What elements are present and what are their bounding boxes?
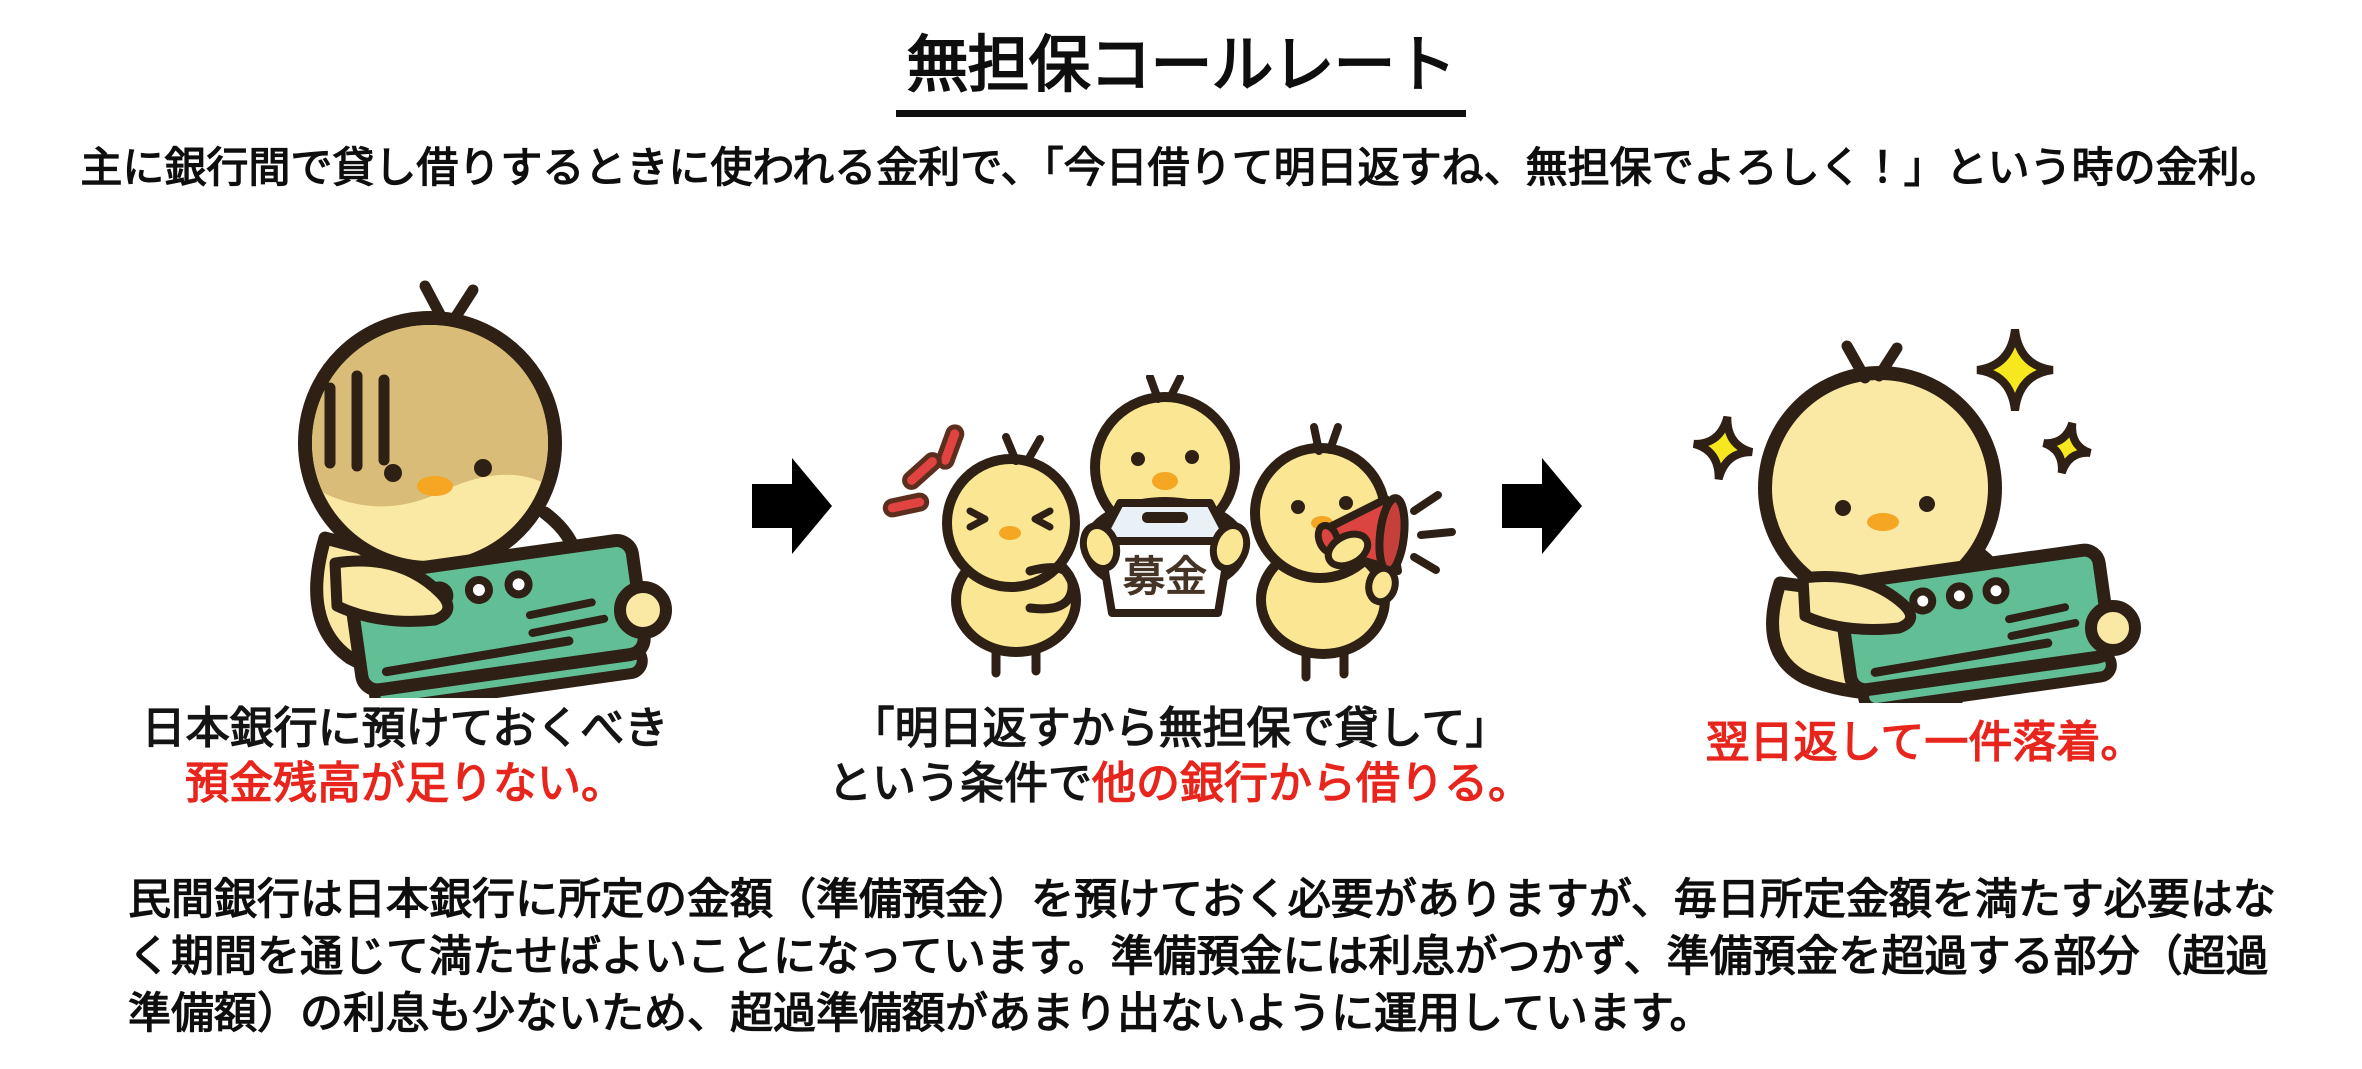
chick-arm — [1079, 522, 1121, 572]
coin-slot — [1142, 512, 1188, 523]
eye — [1185, 450, 1199, 464]
eye — [1131, 452, 1145, 466]
chick-wing — [1797, 570, 1916, 635]
eye — [1835, 500, 1851, 516]
sound-lines-icon — [1410, 491, 1456, 574]
caption-step2: 「明日返すから無担保で貸して」 という条件で他の銀行から借りる。 — [820, 702, 1540, 811]
center-chick-holding-box: 募金 — [1079, 375, 1251, 617]
donation-box-label: 募金 — [1122, 553, 1207, 600]
caption-step3: 翌日返して一件落着。 — [1640, 716, 2210, 771]
chick-wing — [1025, 563, 1077, 614]
gloom-lines-icon — [324, 370, 390, 472]
chick-arm — [1209, 522, 1251, 572]
donation-box: 募金 — [1096, 499, 1234, 617]
left-chick-waving — [942, 433, 1081, 678]
sparkle-icon — [1692, 328, 2092, 481]
eye — [1339, 496, 1353, 510]
chick-hand — [2085, 600, 2141, 656]
beak — [1867, 513, 1899, 531]
caption-step2-line1: 「明日返すから無担保で貸して」 — [850, 704, 1510, 753]
caption-step2-line2: という条件で他の銀行から借りる。 — [828, 758, 1532, 808]
arrow-right-icon — [752, 458, 832, 554]
beak — [417, 476, 453, 496]
right-chick-with-megaphone — [1250, 423, 1456, 682]
page-title-wrap: 無担保コールレート — [0, 14, 2362, 117]
explanatory-paragraph: 民間銀行は日本銀行に所定の金額（準備預金）を預けておく必要がありますが、毎日所定… — [128, 876, 2276, 1039]
illustration-step2-chicks-fundraising: 募金 — [878, 375, 1468, 705]
caption-step1-line2: 預金残高が足りない。 — [185, 758, 625, 808]
emphasis-marks-icon — [882, 424, 965, 518]
beak — [999, 526, 1021, 540]
caption-step3-line1: 翌日返して一件落着。 — [1705, 718, 2145, 767]
chick-hair — [419, 280, 479, 326]
illustration-step3-happy-chick — [1685, 298, 2165, 703]
chick-hair — [1841, 340, 1903, 384]
caption-step1-line1: 日本銀行に預けておくべき — [141, 704, 669, 753]
closed-eyes — [966, 507, 1054, 531]
page-subtitle: 主に銀行間で貸し借りするときに使われる金利で、「今日借りて明日返すね、無担保でよ… — [80, 144, 2282, 191]
worried-chick-with-bankbook — [298, 280, 672, 698]
page-title: 無担保コールレート — [896, 14, 1466, 117]
illustration-step1-worried-chick — [225, 268, 675, 698]
eye — [384, 464, 402, 482]
chick-hand — [614, 581, 672, 639]
chick-wing — [1324, 530, 1372, 570]
caption-step1: 日本銀行に預けておくべき 預金残高が足りない。 — [100, 702, 710, 811]
chick-wing — [329, 555, 454, 627]
eye — [1919, 496, 1935, 512]
chicks-with-donation-box-and-megaphone: 募金 — [882, 375, 1456, 682]
beak — [1152, 472, 1178, 490]
eye — [474, 459, 492, 477]
eye — [1291, 500, 1305, 514]
arrow-right-icon — [1502, 458, 1582, 554]
chick-hand — [1365, 564, 1399, 606]
gloomy-head-shadow — [312, 325, 548, 507]
happy-chick-with-bankbook-sparkles — [1692, 328, 2141, 703]
